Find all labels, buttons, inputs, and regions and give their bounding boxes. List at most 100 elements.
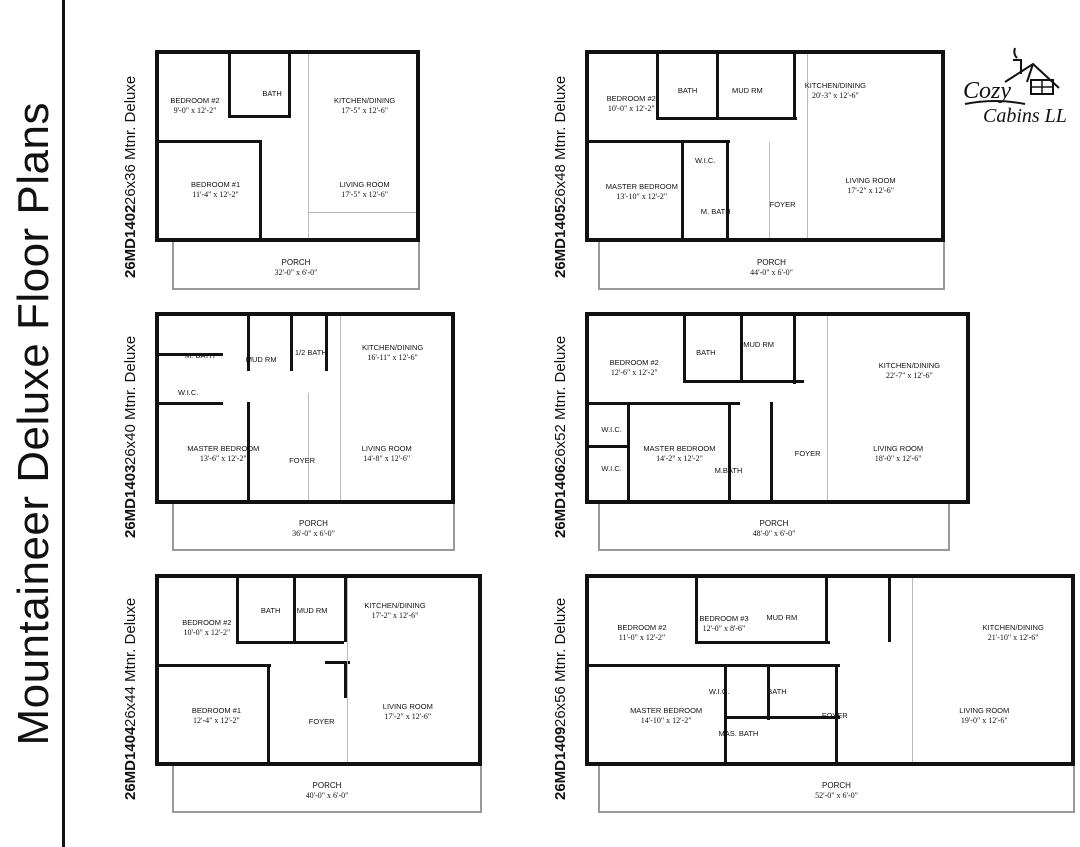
- room-name: LIVING ROOM: [845, 176, 896, 186]
- room-name: BATH: [696, 347, 716, 357]
- room-name: W.I.C.: [708, 687, 730, 697]
- plan-code: 26MD1402: [122, 204, 139, 278]
- room-label: BATH: [767, 687, 786, 697]
- porch-name: PORCH: [759, 519, 789, 528]
- logo-text-cozy: Cozy: [963, 78, 1011, 104]
- room-name: FOYER: [289, 456, 315, 466]
- divider-line: [62, 0, 65, 847]
- room-name: KITCHEN/DINING: [804, 80, 867, 90]
- partition-line: [911, 578, 913, 762]
- interior-wall: [695, 578, 699, 643]
- interior-wall: [739, 316, 743, 381]
- porch-name: PORCH: [312, 781, 342, 790]
- room-size: 17'-2" x 12'-6": [847, 186, 894, 196]
- room-name: W.I.C.: [177, 388, 199, 398]
- room-name: BEDROOM #2: [182, 617, 232, 627]
- interior-wall: [325, 316, 329, 372]
- room-name: W.I.C.: [694, 155, 716, 165]
- room-size: 22'-7" x 12'-6": [886, 371, 933, 381]
- partition-line: [308, 212, 416, 214]
- room-name: LIVING ROOM: [361, 444, 412, 453]
- plan-code: 26MD1406: [552, 464, 569, 538]
- interior-wall: [246, 402, 250, 500]
- room-size: 19'-0" x 12'-6": [960, 716, 1008, 725]
- room-name: BEDROOM #1: [190, 180, 241, 190]
- room-label: FOYER: [309, 717, 335, 727]
- room-name: BEDROOM #2: [170, 95, 220, 105]
- interior-wall: [655, 116, 797, 120]
- room-size: 14'-2" x 12'-2": [656, 454, 703, 463]
- room-name: BATH: [262, 89, 282, 99]
- room-size: 14'-10" x 12'-2": [640, 716, 692, 725]
- interior-wall: [159, 140, 262, 144]
- cabin-logo-icon: Cozy Cabins LLC: [963, 47, 1080, 127]
- room-label: W.I.C.: [695, 156, 715, 166]
- interior-wall: [680, 140, 730, 144]
- room-size: 10'-0" x 12'-2": [183, 627, 231, 637]
- interior-wall: [715, 54, 719, 119]
- room-name: BEDROOM #1: [191, 706, 241, 715]
- room-label: W.I.C.: [709, 687, 729, 697]
- porch-size: 48'-0" x 6'-0": [752, 529, 796, 538]
- room-size: 13'-10" x 12'-2": [616, 192, 668, 201]
- room-label: W.I.C.: [601, 464, 621, 474]
- room-label: FOYER: [795, 449, 821, 459]
- interior-wall: [683, 380, 804, 384]
- interior-wall: [159, 352, 224, 356]
- partition-line: [307, 393, 309, 500]
- room-label: FOYER: [770, 200, 796, 210]
- interior-wall: [726, 140, 730, 238]
- interior-wall: [267, 664, 271, 762]
- room-name: 1/2 BATH: [294, 347, 327, 357]
- room-name: MUD RM: [245, 355, 277, 365]
- room-label: BATH: [678, 86, 697, 96]
- plan-model: 26x56 Mtnr. Deluxe: [552, 597, 569, 727]
- partition-line: [340, 316, 342, 500]
- interior-wall: [292, 578, 296, 643]
- room-label: W.I.C.: [601, 425, 621, 435]
- room-label: M.BATH: [715, 466, 743, 476]
- partition-line: [807, 54, 809, 238]
- interior-wall: [723, 716, 840, 719]
- room-name: W.I.C.: [601, 463, 622, 473]
- room-name: FOYER: [308, 716, 335, 726]
- plan-code: 26MD1404: [122, 726, 139, 800]
- room-size: 20'-3" x 12'-6": [812, 90, 859, 100]
- interior-wall: [259, 140, 263, 238]
- room-size: 12'-4" x 12'-2": [193, 716, 240, 725]
- porch-name: PORCH: [299, 519, 328, 528]
- plan-model: 26x44 Mtnr. Deluxe: [122, 597, 139, 727]
- plan-code: 26MD1405: [552, 204, 569, 278]
- porch-name: PORCH: [757, 258, 786, 267]
- room-size: 14'-8" x 12'-6": [363, 454, 411, 463]
- room-name: FOYER: [821, 711, 848, 720]
- room-label: MUD RM: [732, 86, 763, 96]
- room-name: LIVING ROOM: [339, 180, 390, 190]
- room-name: W.I.C.: [601, 425, 622, 435]
- room-size: 9'-0" x 12'-2": [173, 105, 217, 115]
- room-size: 12'-6" x 12'-2": [610, 367, 658, 377]
- room-label: MUD RM: [743, 340, 774, 350]
- interior-wall: [680, 140, 684, 238]
- interior-wall: [159, 664, 271, 668]
